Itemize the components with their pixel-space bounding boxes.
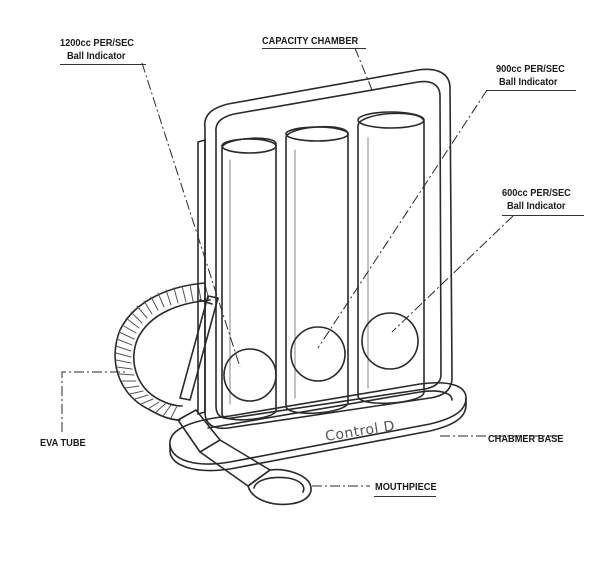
ball-900 xyxy=(290,326,346,382)
label-900-line1: 900cc PER/SEC xyxy=(496,63,565,75)
label-600-line1: 600cc PER/SEC xyxy=(502,187,571,199)
leader-900 xyxy=(317,89,488,349)
ball-1200 xyxy=(223,348,277,402)
underline-900 xyxy=(486,90,576,91)
eva-tube-shape xyxy=(114,282,211,421)
label-900-line2: Ball Indicator xyxy=(499,76,558,88)
cylinder-900 xyxy=(285,125,349,415)
label-chamber-base: CHABMER BASE xyxy=(488,433,564,445)
label-600-line2: Ball Indicator xyxy=(507,200,566,212)
underline-600 xyxy=(502,215,584,216)
tube-connector-rod xyxy=(179,295,219,401)
underline-mouthpiece xyxy=(374,496,436,497)
underline-capacity xyxy=(262,48,366,49)
label-mouthpiece: MOUTHPIECE xyxy=(375,481,437,493)
brand-text: Control D xyxy=(324,418,396,445)
label-eva-tube: EVA TUBE xyxy=(40,437,86,449)
leader-600 xyxy=(391,215,514,333)
ball-600 xyxy=(361,312,419,370)
label-1200-line2: Ball Indicator xyxy=(67,50,126,62)
chamber-base-shape xyxy=(169,382,467,472)
capacity-chamber-shape xyxy=(197,68,453,430)
mouthpiece-shape xyxy=(177,409,312,506)
underline-1200 xyxy=(60,64,146,65)
leader-eva xyxy=(61,371,125,432)
cylinder-600 xyxy=(357,111,425,405)
leader-capacity xyxy=(354,47,373,91)
leader-1200 xyxy=(141,62,241,368)
cylinder-1200 xyxy=(221,137,277,421)
label-1200-line1: 1200cc PER/SEC xyxy=(60,37,134,49)
label-capacity-chamber: CAPACITY CHAMBER xyxy=(262,35,359,47)
